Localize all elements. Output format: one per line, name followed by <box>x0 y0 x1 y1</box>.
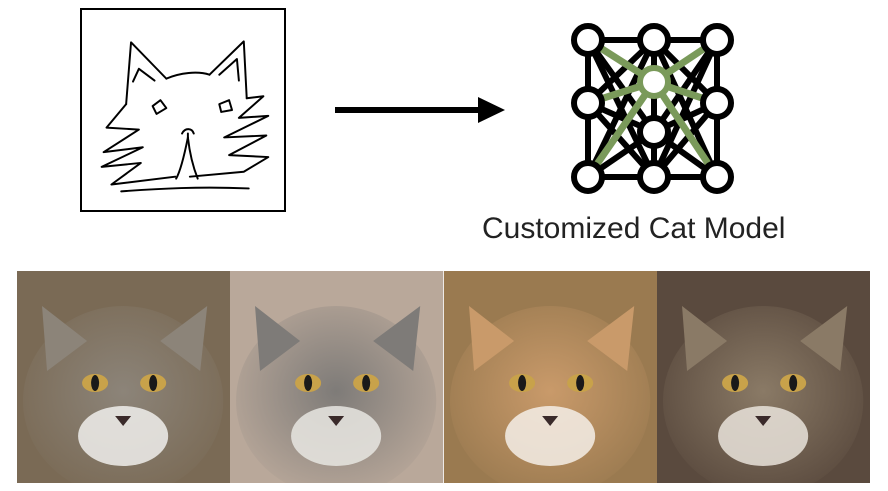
cat-sketch-icon <box>100 40 270 193</box>
right-arrow-icon <box>335 97 505 123</box>
neural-network-icon <box>571 23 734 194</box>
cat-photo-1 <box>17 271 231 483</box>
cat-photo-3 <box>443 271 657 483</box>
model-label: Customized Cat Model <box>482 212 786 245</box>
cat-photo-2 <box>230 271 444 483</box>
cat-photo-strip <box>17 271 870 483</box>
cat-sketch-frame <box>80 8 286 212</box>
cat-photo-4 <box>656 271 870 483</box>
